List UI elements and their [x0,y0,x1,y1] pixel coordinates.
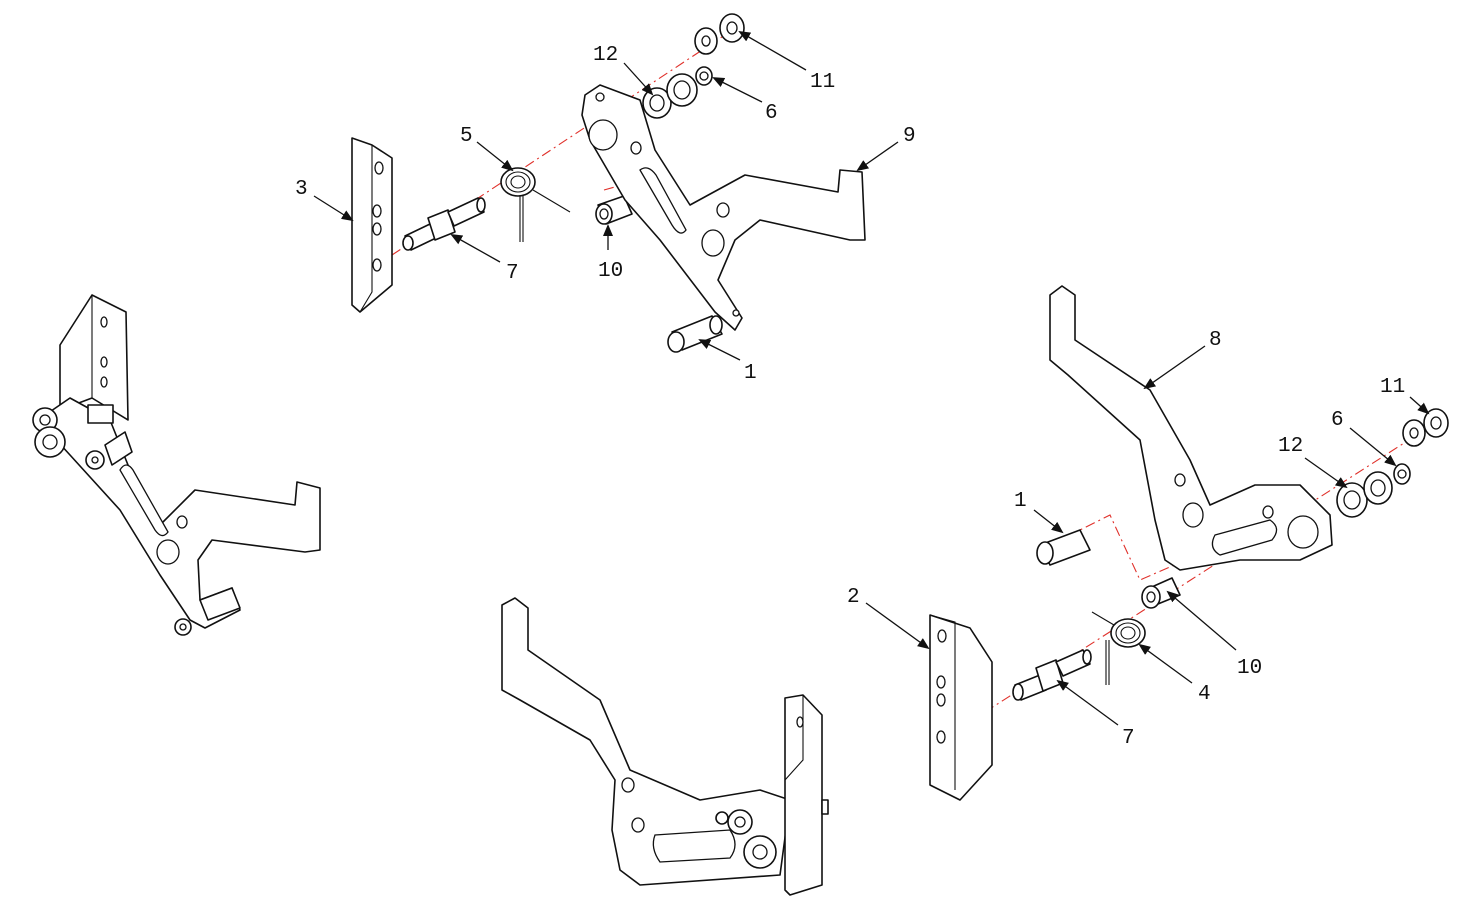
washers [1336,408,1449,518]
callout-7: 7 [1122,727,1135,750]
plate-2 [929,614,993,801]
sleeve-1 [1036,529,1091,566]
top-assembly [351,13,866,353]
right-callouts: 8 11 6 12 1 10 2 4 7 [847,329,1430,750]
callout-10: 10 [1237,657,1262,680]
callout-10: 10 [598,260,623,283]
callout-7: 7 [506,262,519,285]
bottom-assembled-view [501,597,829,896]
bushing-10 [595,195,633,225]
callout-4: 4 [1198,683,1211,706]
right-assembly [929,285,1449,801]
spring-4 [1091,611,1146,685]
callout-11: 11 [1380,376,1405,399]
plate-3 [351,137,393,313]
callout-11: 11 [810,71,835,94]
callout-6: 6 [765,102,778,125]
sleeve-1 [667,315,723,353]
pin-7 [1012,649,1092,701]
washers [642,13,745,119]
bushing-10 [1141,577,1181,609]
lever-8 [1049,285,1333,571]
pin-7 [402,197,486,251]
top-callouts: 3 5 7 10 12 11 6 9 1 [295,31,916,385]
callout-9: 9 [903,125,916,148]
callout-1: 1 [744,362,757,385]
callout-1: 1 [1014,490,1027,513]
assembly-axis-secondary [603,179,641,191]
callout-5: 5 [460,125,473,148]
callout-12: 12 [1278,435,1303,458]
lever-9 [581,84,866,331]
callout-2: 2 [847,586,860,609]
callout-6: 6 [1331,409,1344,432]
spring-5 [500,167,571,242]
left-assembled-view [32,294,321,636]
callout-3: 3 [295,178,308,201]
callout-8: 8 [1209,329,1222,352]
callout-12: 12 [593,44,618,67]
